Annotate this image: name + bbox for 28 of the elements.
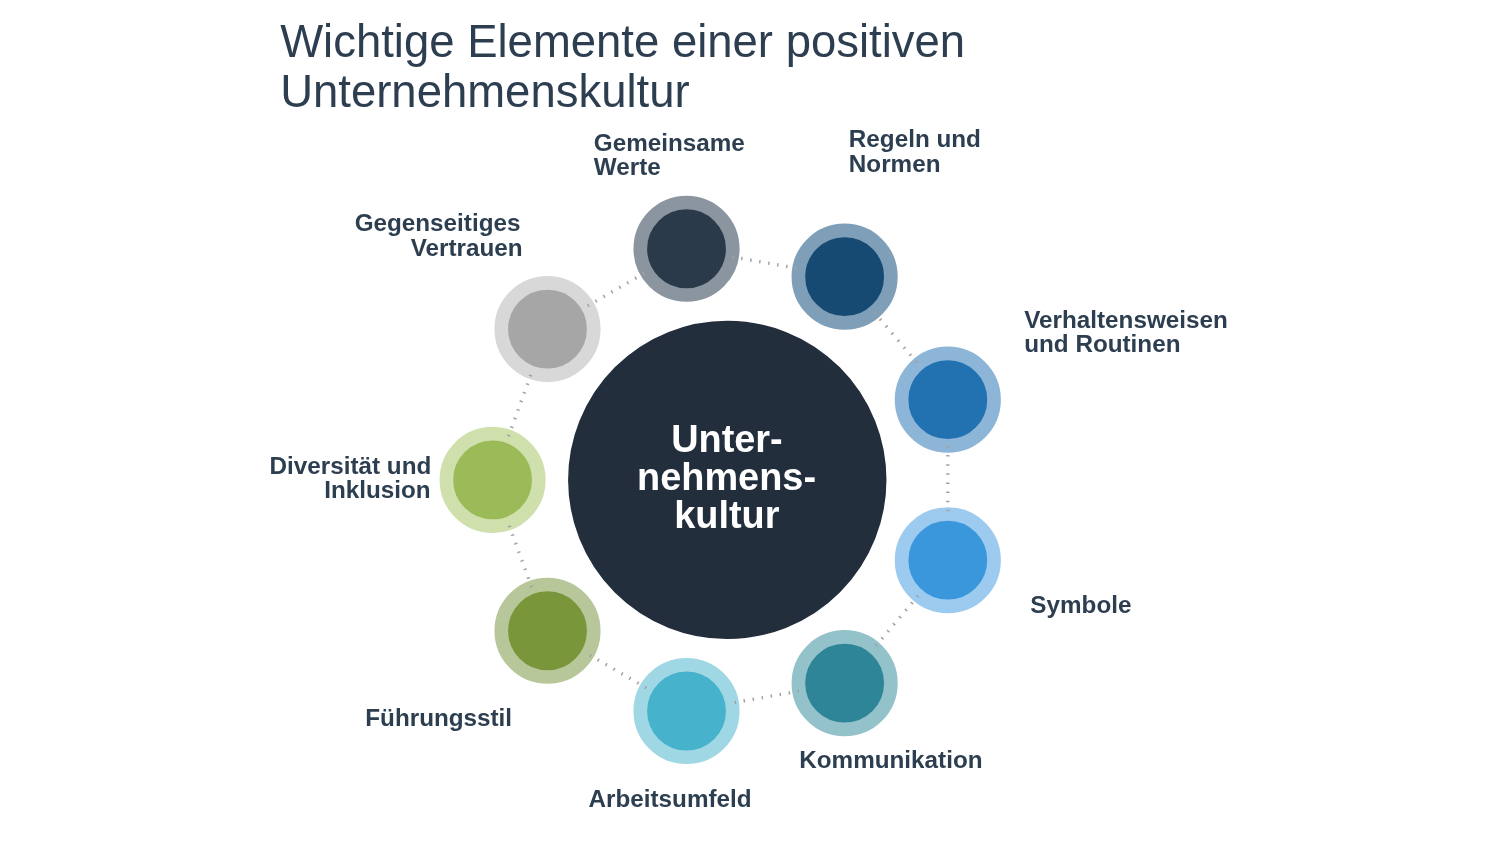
node-label: Führungsstil: [365, 704, 513, 732]
node-label: Gemeinsame Werte: [593, 129, 745, 181]
connector: [731, 255, 800, 271]
node-label: Kommunikation: [799, 745, 983, 773]
connector: [731, 689, 800, 705]
node-circle: [494, 577, 601, 684]
node-label: Arbeitsumfeld: [588, 784, 752, 812]
node-circle: [633, 195, 740, 302]
node-label: Verhaltensweisen und Routinen: [1024, 305, 1228, 358]
node-circle: [894, 346, 1001, 453]
node-circle: [791, 630, 898, 737]
node-label: Gegenseitiges Vertrauen: [354, 209, 523, 261]
node-label: Symbole: [1030, 590, 1132, 618]
connector: [586, 652, 648, 690]
node-circle: [494, 276, 601, 383]
diagram-title: Wichtige Elemente einer positiven Unternehmenskultur: [280, 15, 966, 117]
node-circle: [894, 507, 1001, 614]
node-circle: [439, 426, 546, 533]
node-label: Regeln und Normen: [848, 125, 981, 177]
node-circle: [791, 223, 898, 330]
connector: [506, 522, 534, 588]
connector: [873, 311, 920, 366]
node-label: Diversität und Inklusion: [269, 451, 432, 503]
node-circle: Unter- nehmens- kultur: [568, 320, 887, 640]
connector: [873, 594, 920, 649]
connector: [586, 270, 648, 308]
connector: [506, 372, 534, 437]
node-circle: [633, 657, 740, 765]
